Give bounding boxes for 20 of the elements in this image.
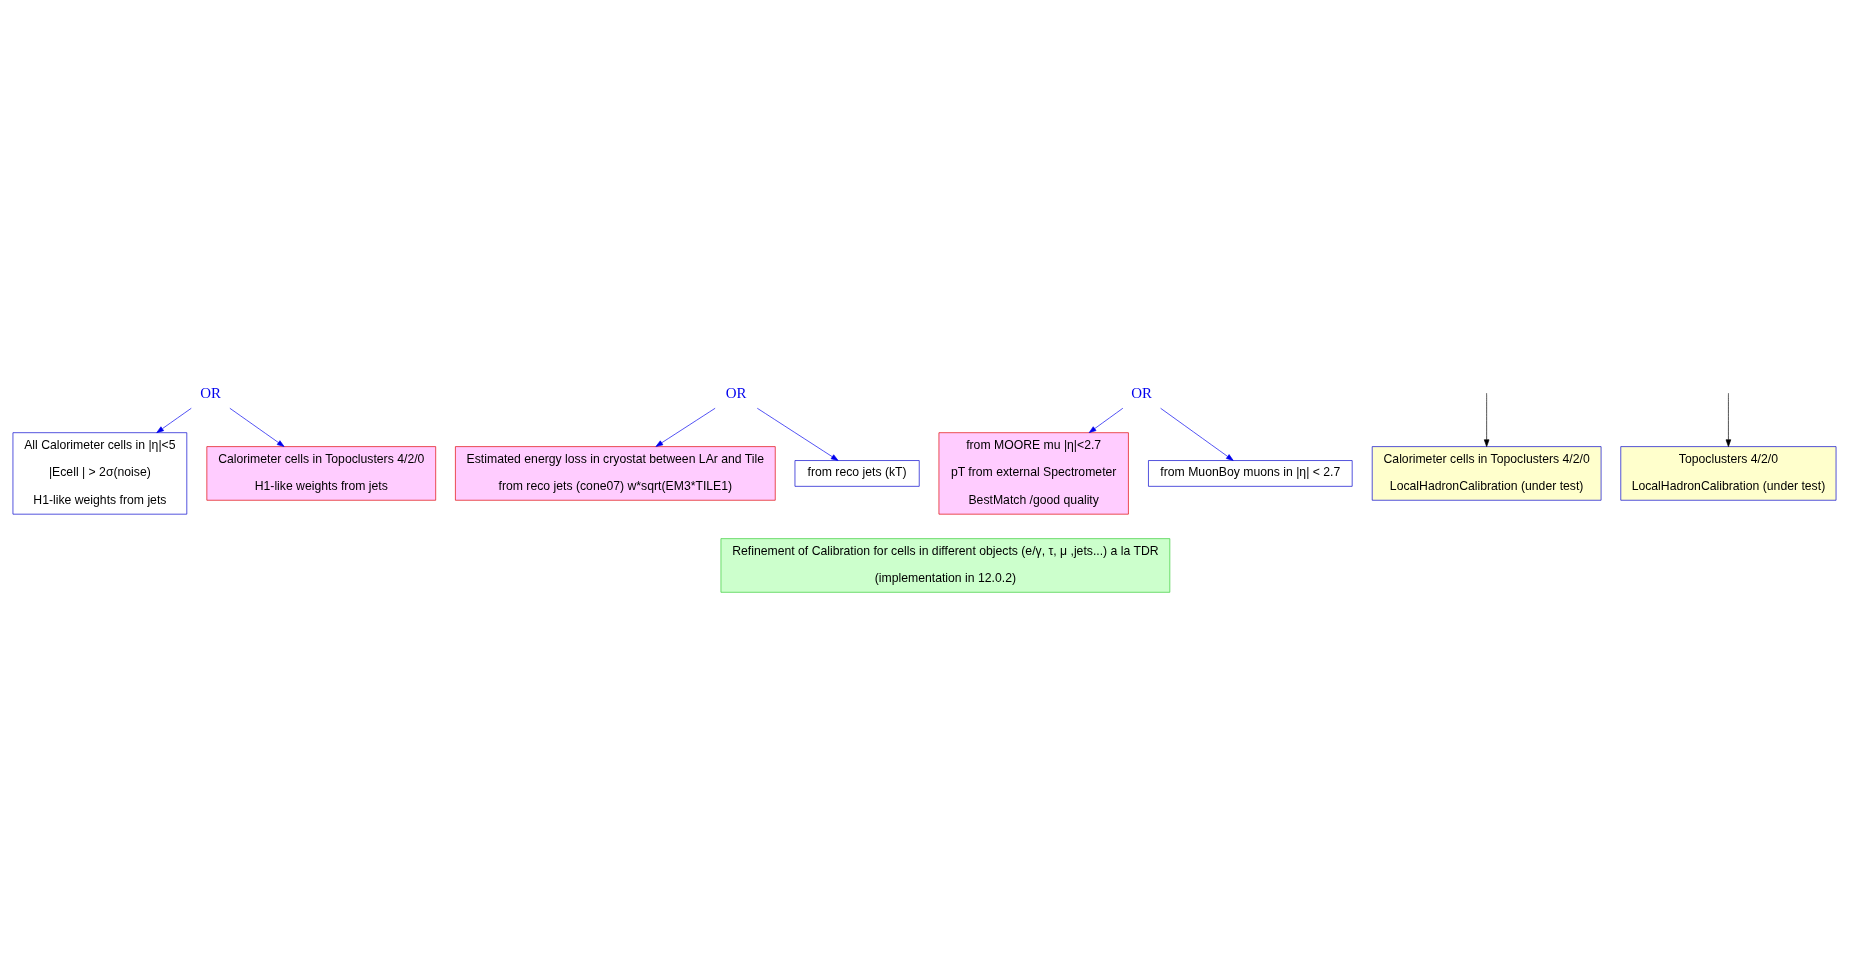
node-box: from MOORE mu |η|<2.7 pT from external Spectrometer BestMatch /good quality (938, 432, 1129, 515)
node-box: Estimated energy loss in cryostat between LAr and Tile from reco jets (cone07) w*sqrt(EM3*TILE1) (455, 446, 776, 501)
arrow (1088, 407, 1124, 433)
node-box: Calorimeter cells in Topoclusters 4/2/0 LocalHadronCalibration (under test) (1371, 446, 1602, 501)
arrow (229, 407, 285, 447)
node-text: OR (200, 384, 221, 401)
arrow (756, 407, 839, 461)
node-text: OR (1131, 384, 1153, 401)
node-box: Calorimeter cells in Topoclusters 4/2/0 H1-like weights from jets (206, 446, 437, 501)
arrow (655, 407, 716, 447)
arrow (1160, 407, 1234, 461)
node-box: All Calorimeter cells in |η|<5 |Ecell | > 2σ(noise) H1-like weights from jets (12, 432, 188, 515)
arrow (1725, 394, 1732, 447)
node-box: from MuonBoy muons in |η| < 2.7 (1148, 460, 1353, 487)
arrow (156, 407, 192, 433)
node-text: OR (725, 384, 747, 401)
node-box: from reco jets (kT) (794, 460, 920, 487)
node-box: Refinement of Calibration for cells in different objects (e/γ, τ, μ ,jets...) a la TDR (implementation in 12.0.2) (720, 538, 1171, 593)
arrow (1483, 394, 1490, 447)
node-box: Topoclusters 4/2/0 LocalHadronCalibration (under test) (1620, 446, 1837, 501)
